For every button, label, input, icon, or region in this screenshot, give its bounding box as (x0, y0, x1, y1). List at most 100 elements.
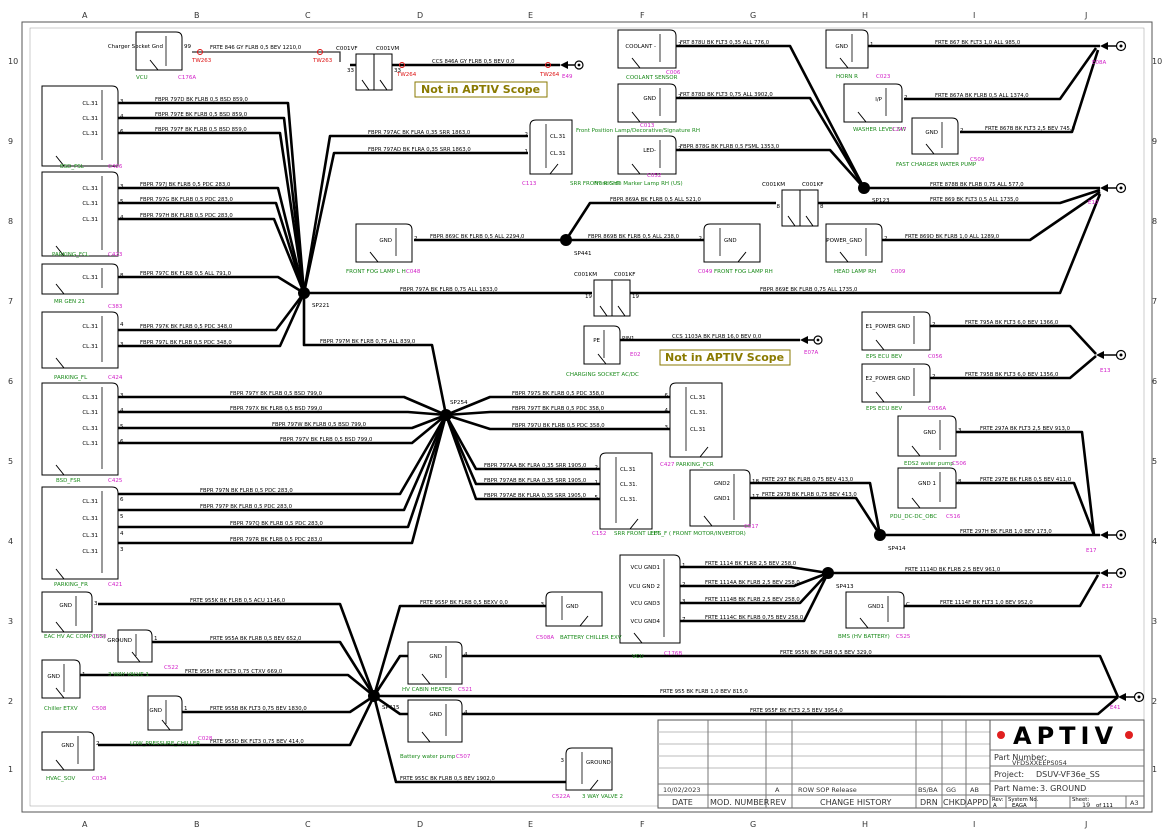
wire-869d[interactable] (882, 190, 1101, 242)
wire-797n[interactable] (118, 414, 448, 496)
wire-1114a[interactable] (680, 571, 829, 588)
wire-869[interactable] (818, 188, 1101, 205)
ground-eyelet[interactable] (1118, 691, 1145, 703)
wire-297e[interactable] (956, 481, 1096, 536)
wire-797e[interactable] (118, 116, 306, 294)
wire-297a[interactable] (956, 430, 1096, 536)
wire-797l[interactable] (118, 292, 306, 348)
splice-sp413[interactable] (822, 567, 834, 579)
wire-797f[interactable] (118, 131, 306, 294)
wire-797x[interactable] (118, 410, 447, 417)
wire-797j[interactable] (118, 186, 306, 294)
ground-eyelet[interactable] (1100, 529, 1127, 541)
ground-eyelet[interactable] (1100, 182, 1127, 194)
wire-1114b[interactable] (680, 572, 829, 605)
wire-795a[interactable] (930, 324, 1097, 355)
wire-878d[interactable] (676, 96, 866, 189)
wire-846[interactable] (192, 51, 341, 62)
splice-sp221[interactable] (298, 287, 310, 299)
wire-797ad[interactable] (302, 151, 528, 294)
wire-797ac[interactable] (302, 134, 528, 294)
wire-797s[interactable] (445, 395, 670, 417)
wire-869e[interactable] (620, 193, 1102, 295)
wire-878u[interactable] (676, 44, 866, 189)
wire-955b[interactable] (182, 694, 375, 714)
wire-955p[interactable] (372, 604, 560, 697)
ground-eyelet[interactable] (1096, 349, 1127, 361)
wire-867a[interactable] (904, 47, 1098, 101)
wire-797w[interactable] (118, 413, 447, 430)
wire-797q[interactable] (118, 414, 448, 529)
wire-955a[interactable] (152, 640, 376, 697)
wire-297[interactable] (750, 481, 882, 536)
ground-eyelet[interactable] (1100, 40, 1127, 52)
wire-797c[interactable] (118, 275, 305, 295)
wire-955[interactable] (373, 694, 1119, 699)
wire-955c[interactable] (372, 695, 566, 784)
wire-797h[interactable] (118, 217, 306, 294)
wire-797r[interactable] (118, 414, 448, 545)
wire-878g[interactable] (676, 148, 865, 189)
wire-797k[interactable] (118, 292, 306, 332)
wire-1114[interactable] (680, 565, 829, 575)
wire-297b[interactable] (750, 496, 882, 536)
wire-1114c[interactable] (680, 572, 830, 623)
wire-797t[interactable] (445, 410, 670, 417)
wire-955f[interactable] (373, 694, 1119, 716)
splice-sp414[interactable] (874, 529, 886, 541)
wire-797ae[interactable] (444, 414, 600, 501)
ground-eyelet[interactable] (800, 335, 823, 345)
wire-797y[interactable] (118, 395, 447, 417)
wire-797ab[interactable] (444, 414, 600, 486)
wire-955d[interactable] (98, 695, 376, 747)
splice-sp415[interactable] (368, 690, 380, 702)
ground-eyelet[interactable] (1100, 567, 1127, 579)
wire-797v[interactable] (118, 413, 447, 445)
wire-797d[interactable] (118, 101, 306, 294)
wire-1114f[interactable] (904, 574, 1100, 608)
wire-795b[interactable] (930, 355, 1097, 380)
wire-797g[interactable] (118, 201, 306, 294)
wire-867b[interactable] (960, 49, 1100, 134)
ground-eyelet[interactable] (560, 60, 584, 70)
splice-sp254[interactable] (440, 409, 452, 421)
wire-869a[interactable] (564, 201, 776, 241)
splice-sp441[interactable] (560, 234, 572, 246)
wire-955h[interactable] (80, 673, 375, 698)
